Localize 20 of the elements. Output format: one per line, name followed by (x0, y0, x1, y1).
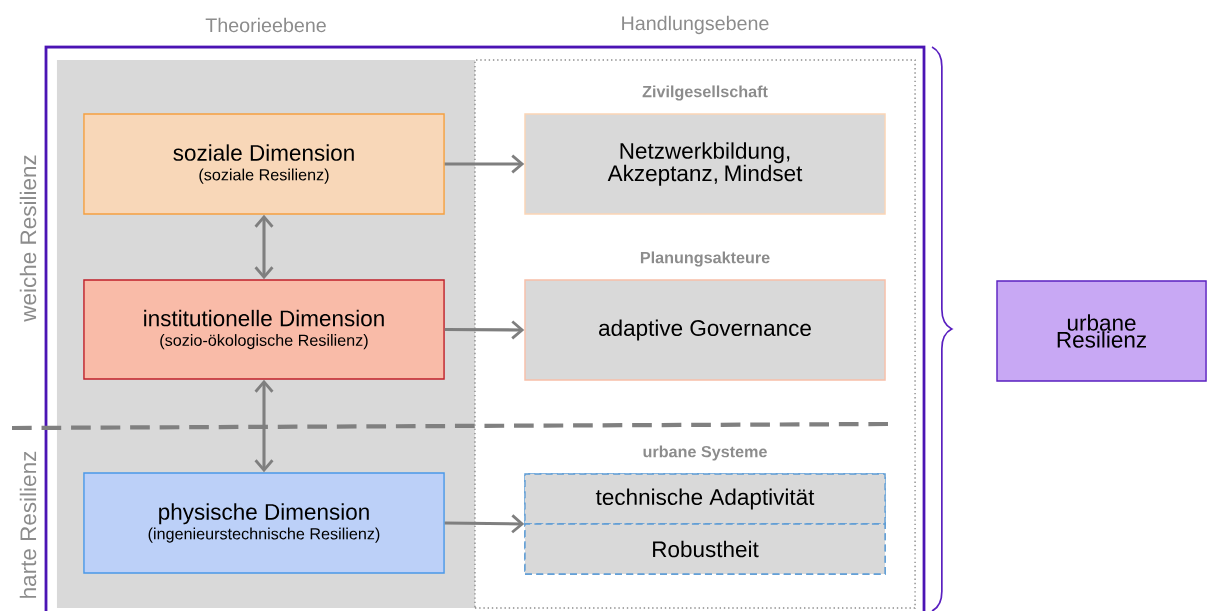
arrow (444, 514, 525, 534)
action-box: technische Adaptivität (524, 473, 886, 525)
heading: Handlungsebene (622, 15, 769, 35)
side-label: weiche Resilienz (19, 155, 37, 322)
action-box: adaptive Governance (524, 279, 886, 381)
heading: Planungsakteure (640, 251, 770, 267)
arrow (254, 214, 274, 280)
side-label: harte Resilienz (19, 451, 37, 598)
dimension-box: physische Dimension (ingenieurstechnische Resilienz) (83, 472, 445, 574)
arrow (444, 320, 525, 340)
dimension-box: soziale Dimension (soziale Resilienz) (83, 113, 445, 215)
arrow (254, 379, 274, 473)
heading: Zivilgesellschaft (642, 85, 768, 101)
dimension-box: institutionelle Dimension (sozio-ökologische Resilienz) (83, 279, 445, 380)
heading: urbane Systeme (643, 445, 767, 461)
action-box: Robustheit (524, 523, 886, 575)
heading: Theorieebene (205, 17, 326, 33)
action-box: Netzwerkbildung, Akzeptanz, Mindset (524, 113, 886, 215)
arrow (444, 154, 525, 174)
result-box: urbane Resilienz (996, 280, 1207, 382)
